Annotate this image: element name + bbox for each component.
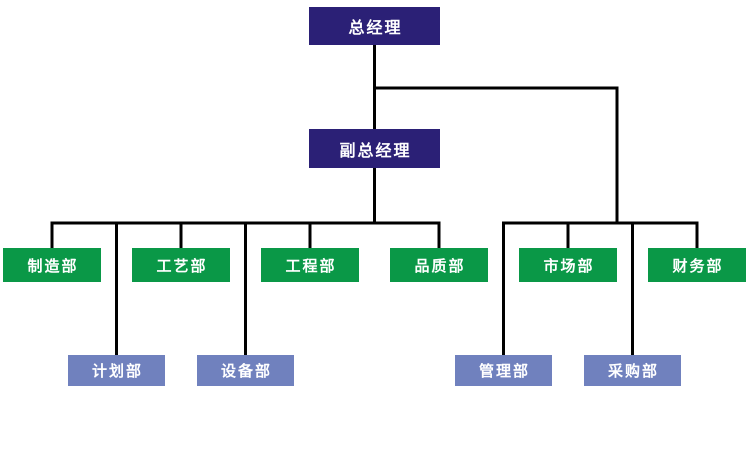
org-node-dept-management: 管理部 bbox=[455, 355, 552, 386]
org-node-dept-process: 工艺部 bbox=[132, 248, 230, 282]
org-node-dept-manufacturing: 制造部 bbox=[3, 248, 101, 282]
org-node-dept-planning: 计划部 bbox=[68, 355, 165, 386]
org-node-dept-finance: 财务部 bbox=[648, 248, 746, 282]
org-node-dept-marketing: 市场部 bbox=[519, 248, 617, 282]
org-node-deputy-general-manager: 副总经理 bbox=[309, 129, 440, 168]
org-node-dept-equipment: 设备部 bbox=[197, 355, 294, 386]
org-node-dept-quality: 品质部 bbox=[390, 248, 488, 282]
org-node-general-manager: 总经理 bbox=[309, 7, 440, 45]
connector-path bbox=[50, 43, 699, 357]
org-node-dept-purchasing: 采购部 bbox=[584, 355, 681, 386]
org-node-dept-engineering: 工程部 bbox=[261, 248, 359, 282]
